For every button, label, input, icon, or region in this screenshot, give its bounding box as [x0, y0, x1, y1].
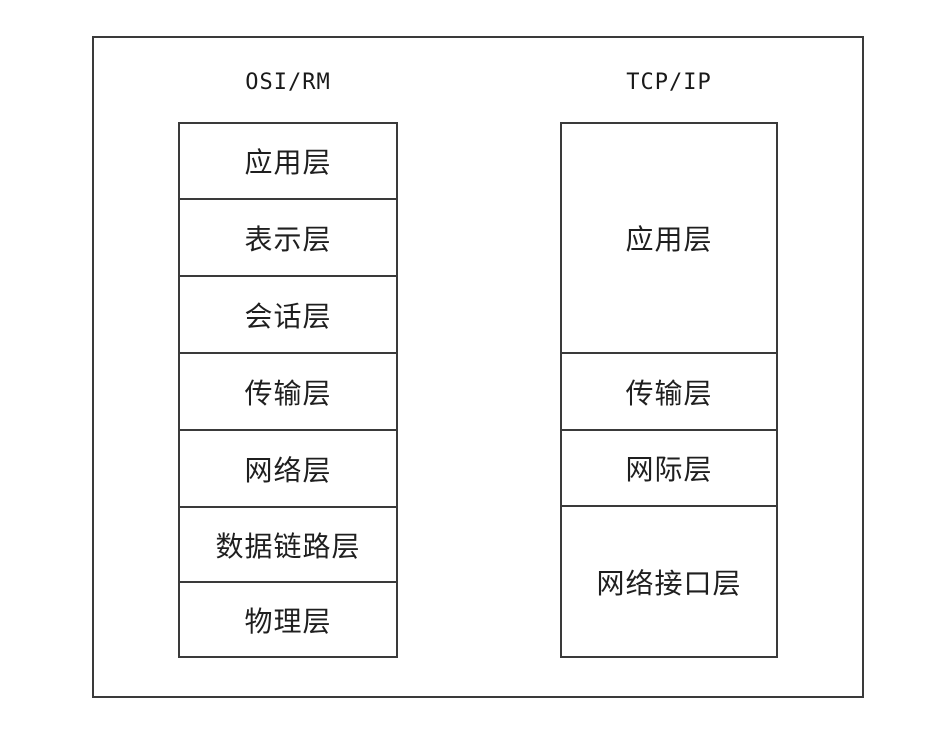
- osi-layer-transport: 传输层: [180, 354, 396, 431]
- osi-layer-physical: 物理层: [244, 604, 332, 638]
- osi-layer-data-link: 数据链路层: [180, 508, 396, 583]
- osi-layer-network: 网络层: [180, 431, 396, 508]
- tcpip-layer-internet: 网际层: [562, 431, 776, 507]
- osi-layer-application: 应用层: [180, 124, 396, 200]
- tcpip-layer-network-interface: 网络接口层: [596, 566, 742, 600]
- osi-layer-stack: 应用层 表示层 会话层 传输层 网络层 数据链路层 物理层: [178, 122, 398, 658]
- tcpip-layer-application: 应用层: [562, 124, 776, 354]
- osi-layer-presentation: 表示层: [180, 200, 396, 277]
- osi-model-title: OSI/RM: [245, 70, 331, 95]
- osi-layer-session: 会话层: [180, 277, 396, 354]
- tcpip-layer-stack: 应用层 传输层 网际层 网络接口层: [560, 122, 778, 658]
- tcpip-model-title: TCP/IP: [626, 70, 712, 95]
- tcpip-layer-transport: 传输层: [562, 354, 776, 431]
